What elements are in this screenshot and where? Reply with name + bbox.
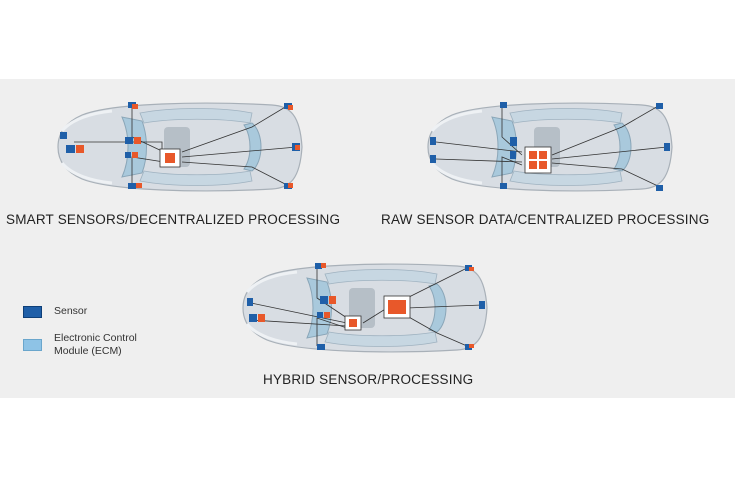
legend-ecm-label-line1: Electronic Control: [54, 332, 137, 344]
diagram-caption-decentralized: SMART SENSORS/DECENTRALIZED PROCESSING: [6, 212, 341, 227]
sensors: [60, 102, 300, 189]
car-decentralized: [56, 101, 304, 193]
sensors: [247, 263, 485, 350]
legend-ecm-swatch: [23, 339, 42, 351]
legend-sensor-swatch: [23, 306, 42, 318]
legend-ecm-label-line2: Module (ECM): [54, 345, 122, 357]
car-centralized: [426, 101, 674, 193]
car-hybrid: [241, 262, 489, 354]
diagram-caption-hybrid: HYBRID SENSOR/PROCESSING: [263, 372, 474, 387]
legend-sensor-label: Sensor: [54, 305, 88, 317]
ecm-box: [524, 146, 552, 174]
diagram-caption-centralized: RAW SENSOR DATA/CENTRALIZED PROCESSING: [381, 212, 710, 227]
sensors: [430, 102, 670, 191]
legend-ecm-label: Electronic Control Module (ECM): [54, 332, 137, 358]
